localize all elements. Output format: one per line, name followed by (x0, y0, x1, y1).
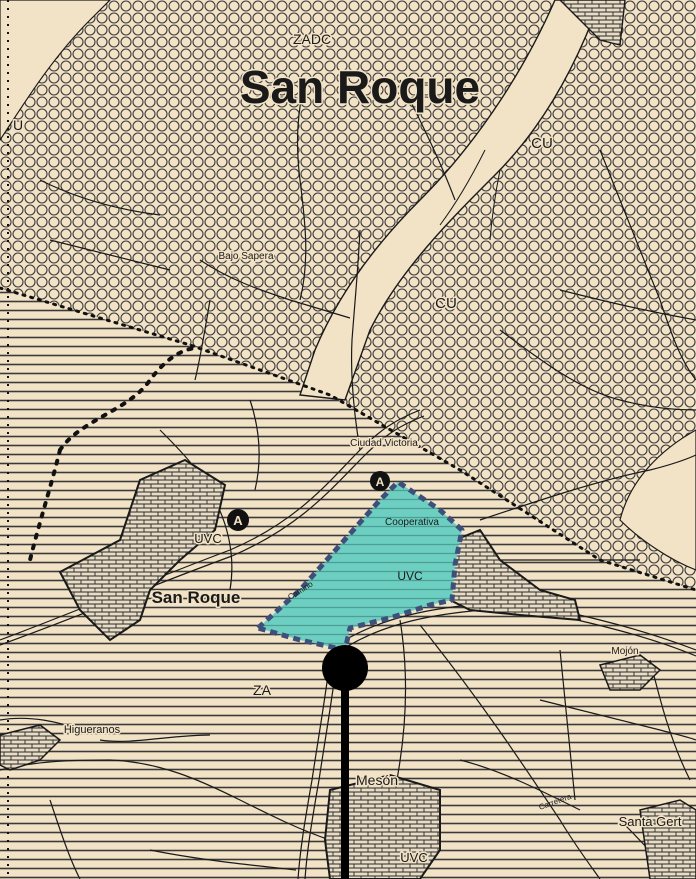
zone-uvc-label: UVC (194, 531, 221, 546)
place-label-cooperativa: Cooperativa (385, 517, 439, 528)
built-area-santa-gert (639, 799, 696, 879)
built-area-higueranos (0, 724, 62, 771)
river-line (489, 169, 501, 241)
region-title-label: San Roque (240, 61, 480, 113)
built-area-meson (323, 773, 441, 879)
zone-cu-label: CU (531, 135, 553, 152)
place-label-higueranos: Higueranos (64, 724, 121, 736)
svg-text:A: A (233, 513, 243, 528)
zone-boundary (0, 286, 696, 592)
zone-u-label: U (13, 117, 23, 133)
location-pin-icon[interactable] (322, 645, 368, 691)
municipal-boundary (28, 448, 62, 562)
built-area-mojon (598, 654, 662, 691)
zone-uvc-label: UVC (397, 569, 423, 583)
place-label-meson: Mesón (356, 772, 398, 788)
zone-code-label: ZADC (293, 31, 331, 47)
zone-cu-label: CU (435, 295, 457, 312)
location-pin-stem (341, 668, 349, 879)
zone-uvc-label: UVC (400, 850, 427, 865)
river-valley (299, 0, 601, 401)
place-label-santa-gert: Santa Gert (619, 814, 682, 829)
built-area-east (448, 528, 582, 622)
svg-text:A: A (376, 475, 385, 489)
place-label-bajo-sapera: Bajo Sapera (218, 251, 273, 262)
built-area-top (559, 0, 626, 46)
municipal-boundary (58, 346, 197, 452)
map-marker-a-icon: A (227, 509, 249, 531)
road-network (0, 79, 696, 879)
map-marker-a-icon: A (370, 471, 390, 491)
zone-za-label: ZA (253, 682, 272, 698)
built-area-san-roque (58, 458, 227, 642)
highlighted-parcel[interactable] (255, 479, 465, 653)
place-label-mojon: Mojón (611, 646, 638, 657)
place-label-ciudad-victoria: Ciudad Victoria (350, 438, 418, 449)
river-line (439, 149, 486, 226)
right-valley (619, 429, 696, 571)
left-valley (0, 0, 111, 142)
place-label-san-roque: San Roque (152, 588, 241, 607)
